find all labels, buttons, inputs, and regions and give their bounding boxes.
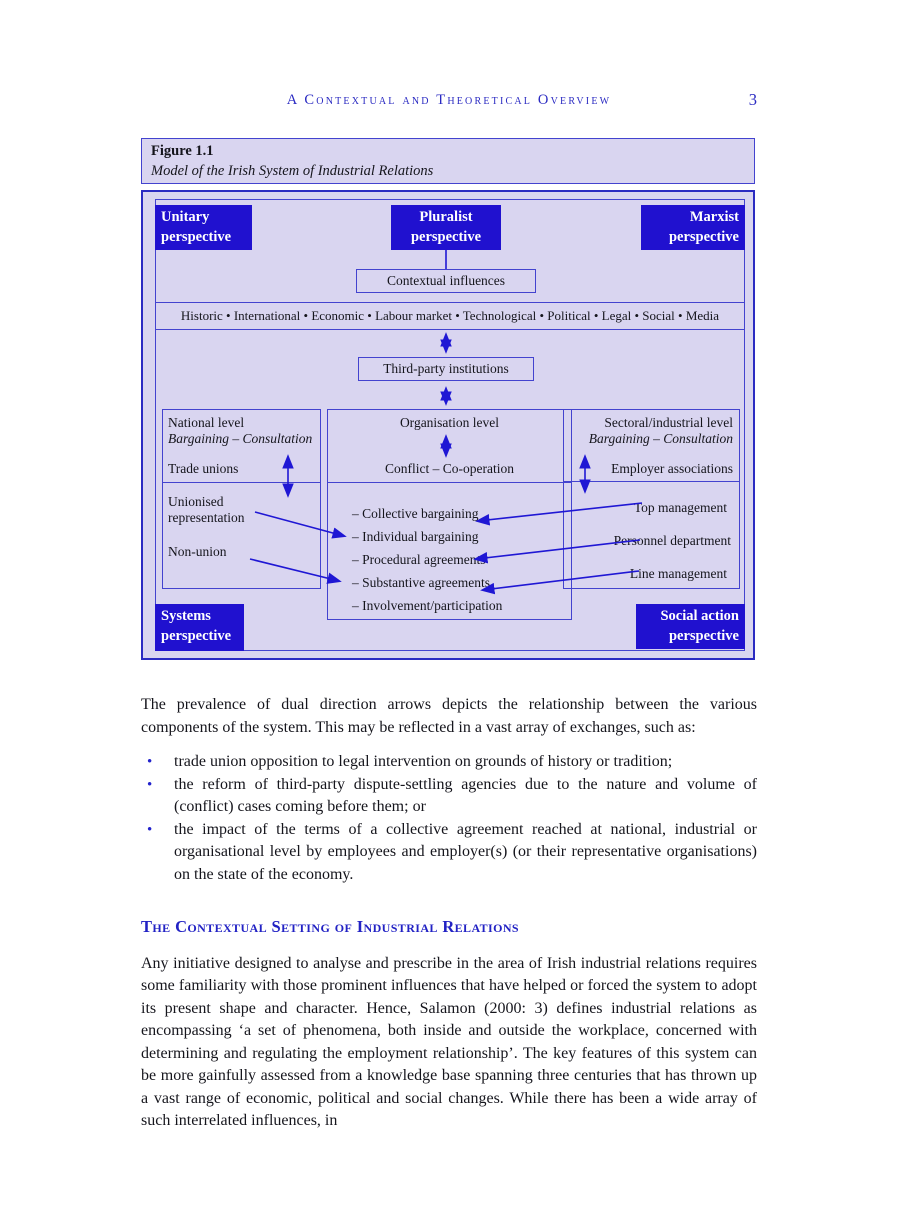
bullet-icon: • xyxy=(147,754,153,770)
national-level-subtitle: Bargaining – Consultation xyxy=(168,431,313,446)
section-heading: The Contextual Setting of Industrial Rel… xyxy=(141,917,519,936)
body-text: The prevalence of dual direction arrows … xyxy=(141,694,757,1133)
bullet-text: the reform of third-party dispute-settli… xyxy=(174,775,757,816)
unitary-perspective-box: Unitary perspective xyxy=(155,205,252,250)
figure-title: Model of the Irish System of Industrial … xyxy=(151,163,434,179)
contextual-influences-box: Contextual influences xyxy=(356,269,536,293)
sectoral-level-subtitle: Bargaining – Consultation xyxy=(588,431,733,446)
national-divider xyxy=(163,482,320,483)
bullet-text: trade union opposition to legal interven… xyxy=(174,753,673,770)
systems-perspective-box: Systems perspective xyxy=(155,604,244,651)
national-level-title: National level xyxy=(168,415,245,430)
organisation-level-title: Organisation level xyxy=(399,415,500,430)
influences-strip: Historic • International • Economic • La… xyxy=(155,302,745,330)
sectoral-level-box: Sectoral/industrial level Bargaining – C… xyxy=(563,409,740,589)
list-item: • trade union opposition to legal interv… xyxy=(141,751,757,774)
paragraph-arrows: The prevalence of dual direction arrows … xyxy=(141,696,757,736)
national-level-box: National level Bargaining – Consultation… xyxy=(162,409,321,589)
conflict-cooperation-label: Conflict – Co-operation xyxy=(385,461,514,476)
organisation-level-box: Organisation level Conflict – Co-operati… xyxy=(327,409,572,620)
top-management-label: Top management xyxy=(633,500,727,515)
bullet-icon: • xyxy=(147,776,153,793)
bullet-text: the impact of the terms of a collective … xyxy=(174,820,757,883)
sectoral-level-title: Sectoral/industrial level xyxy=(604,415,733,430)
personnel-department-label: Personnel department xyxy=(613,533,731,548)
bullet-icon: • xyxy=(147,821,153,838)
organisation-divider xyxy=(328,482,571,483)
page-number: 3 xyxy=(748,90,757,109)
list-item: – Collective bargaining xyxy=(352,506,479,521)
third-party-institutions-box: Third-party institutions xyxy=(358,357,534,381)
list-item: – Substantive agreements xyxy=(352,575,490,590)
figure-label: Figure 1.1 xyxy=(151,143,214,159)
employer-associations-label: Employer associations xyxy=(611,461,733,476)
list-item: – Individual bargaining xyxy=(352,529,479,544)
list-item: • the reform of third-party dispute-sett… xyxy=(141,774,757,819)
marxist-perspective-box: Marxist perspective xyxy=(641,205,745,250)
figure-caption-box: Figure 1.1 Model of the Irish System of … xyxy=(141,138,755,184)
trade-unions-label: Trade unions xyxy=(168,461,239,476)
bargaining-items-list: – Collective bargaining – Individual bar… xyxy=(352,502,502,617)
paragraph-contextual-setting: Any initiative designed to analyse and p… xyxy=(141,954,757,1130)
line-management-label: Line management xyxy=(629,566,727,581)
list-item: – Involvement/participation xyxy=(352,598,503,613)
unionised-representation-label: Unionised representation xyxy=(168,494,245,525)
list-item: – Procedural agreements xyxy=(352,552,486,567)
list-item: • the impact of the terms of a collectiv… xyxy=(141,819,757,887)
bullet-list: • trade union opposition to legal interv… xyxy=(141,751,757,886)
figure-diagram: Unitary perspective Pluralist perspectiv… xyxy=(141,190,755,660)
diagram-inner-frame xyxy=(155,199,745,651)
pluralist-perspective-box: Pluralist perspective xyxy=(391,205,501,250)
sectoral-divider xyxy=(564,481,739,482)
non-union-label: Non-union xyxy=(168,544,227,559)
running-head: A Contextual and Theoretical Overview xyxy=(286,92,612,108)
social-action-perspective-box: Social action perspective xyxy=(636,604,745,649)
